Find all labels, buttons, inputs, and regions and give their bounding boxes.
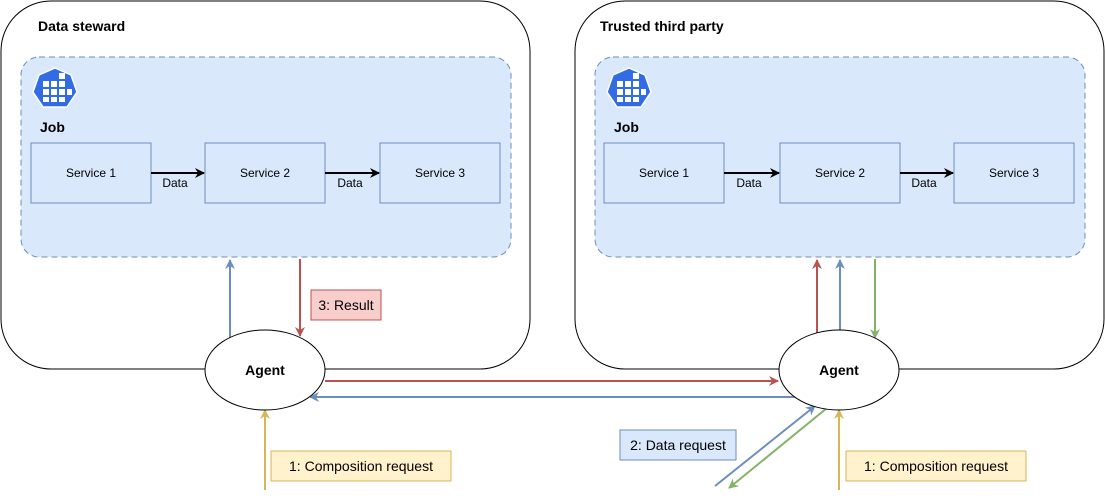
- composition-request-label-right: 1: Composition request: [864, 458, 1008, 474]
- service-2-label-right: Service 2: [815, 166, 865, 180]
- kubernetes-icon: [32, 67, 78, 108]
- data-flow-label-1-left: Data: [162, 176, 188, 190]
- trusted-third-party-zone: Trusted third party Job Service 1 Servic…: [574, 0, 1105, 370]
- agent-node-left: Agent: [204, 329, 326, 411]
- composition-request-label-box-right: 1: Composition request: [845, 450, 1027, 482]
- kubernetes-icon: [606, 67, 652, 108]
- data-flow-label-2-right: Data: [911, 176, 937, 190]
- job-label-right: Job: [614, 119, 639, 135]
- job-label-left: Job: [40, 119, 65, 135]
- agent-node-right: Agent: [778, 329, 900, 411]
- data-request-label-box: 2: Data request: [619, 429, 737, 461]
- data-request-green-arrow: [728, 407, 828, 489]
- service-2-box-left: Service 2: [204, 142, 326, 204]
- service-1-box-left: Service 1: [30, 142, 152, 204]
- agent-label-left: Agent: [245, 362, 285, 378]
- composition-request-label-box-left: 1: Composition request: [270, 450, 452, 482]
- trusted-third-party-title: Trusted third party: [600, 18, 724, 34]
- data-flow-label-2-left: Data: [337, 176, 363, 190]
- service-3-box-right: Service 3: [953, 142, 1075, 204]
- service-1-label-right: Service 1: [639, 166, 689, 180]
- service-2-box-right: Service 2: [779, 142, 901, 204]
- service-3-box-left: Service 3: [379, 142, 501, 204]
- service-3-label-right: Service 3: [989, 166, 1039, 180]
- data-steward-title: Data steward: [38, 18, 125, 34]
- service-3-label-left: Service 3: [415, 166, 465, 180]
- data-steward-zone: Data steward Job Service 1 Service 2 Ser…: [0, 0, 531, 370]
- composition-request-label-left: 1: Composition request: [289, 458, 433, 474]
- data-request-label: 2: Data request: [630, 437, 726, 453]
- result-label: 3: Result: [318, 297, 373, 313]
- data-request-blue-arrow: [714, 405, 816, 487]
- service-1-box-right: Service 1: [603, 142, 725, 204]
- service-2-label-left: Service 2: [240, 166, 290, 180]
- service-1-label-left: Service 1: [66, 166, 116, 180]
- result-label-box: 3: Result: [310, 289, 382, 321]
- data-flow-label-1-right: Data: [736, 176, 762, 190]
- agent-label-right: Agent: [819, 362, 859, 378]
